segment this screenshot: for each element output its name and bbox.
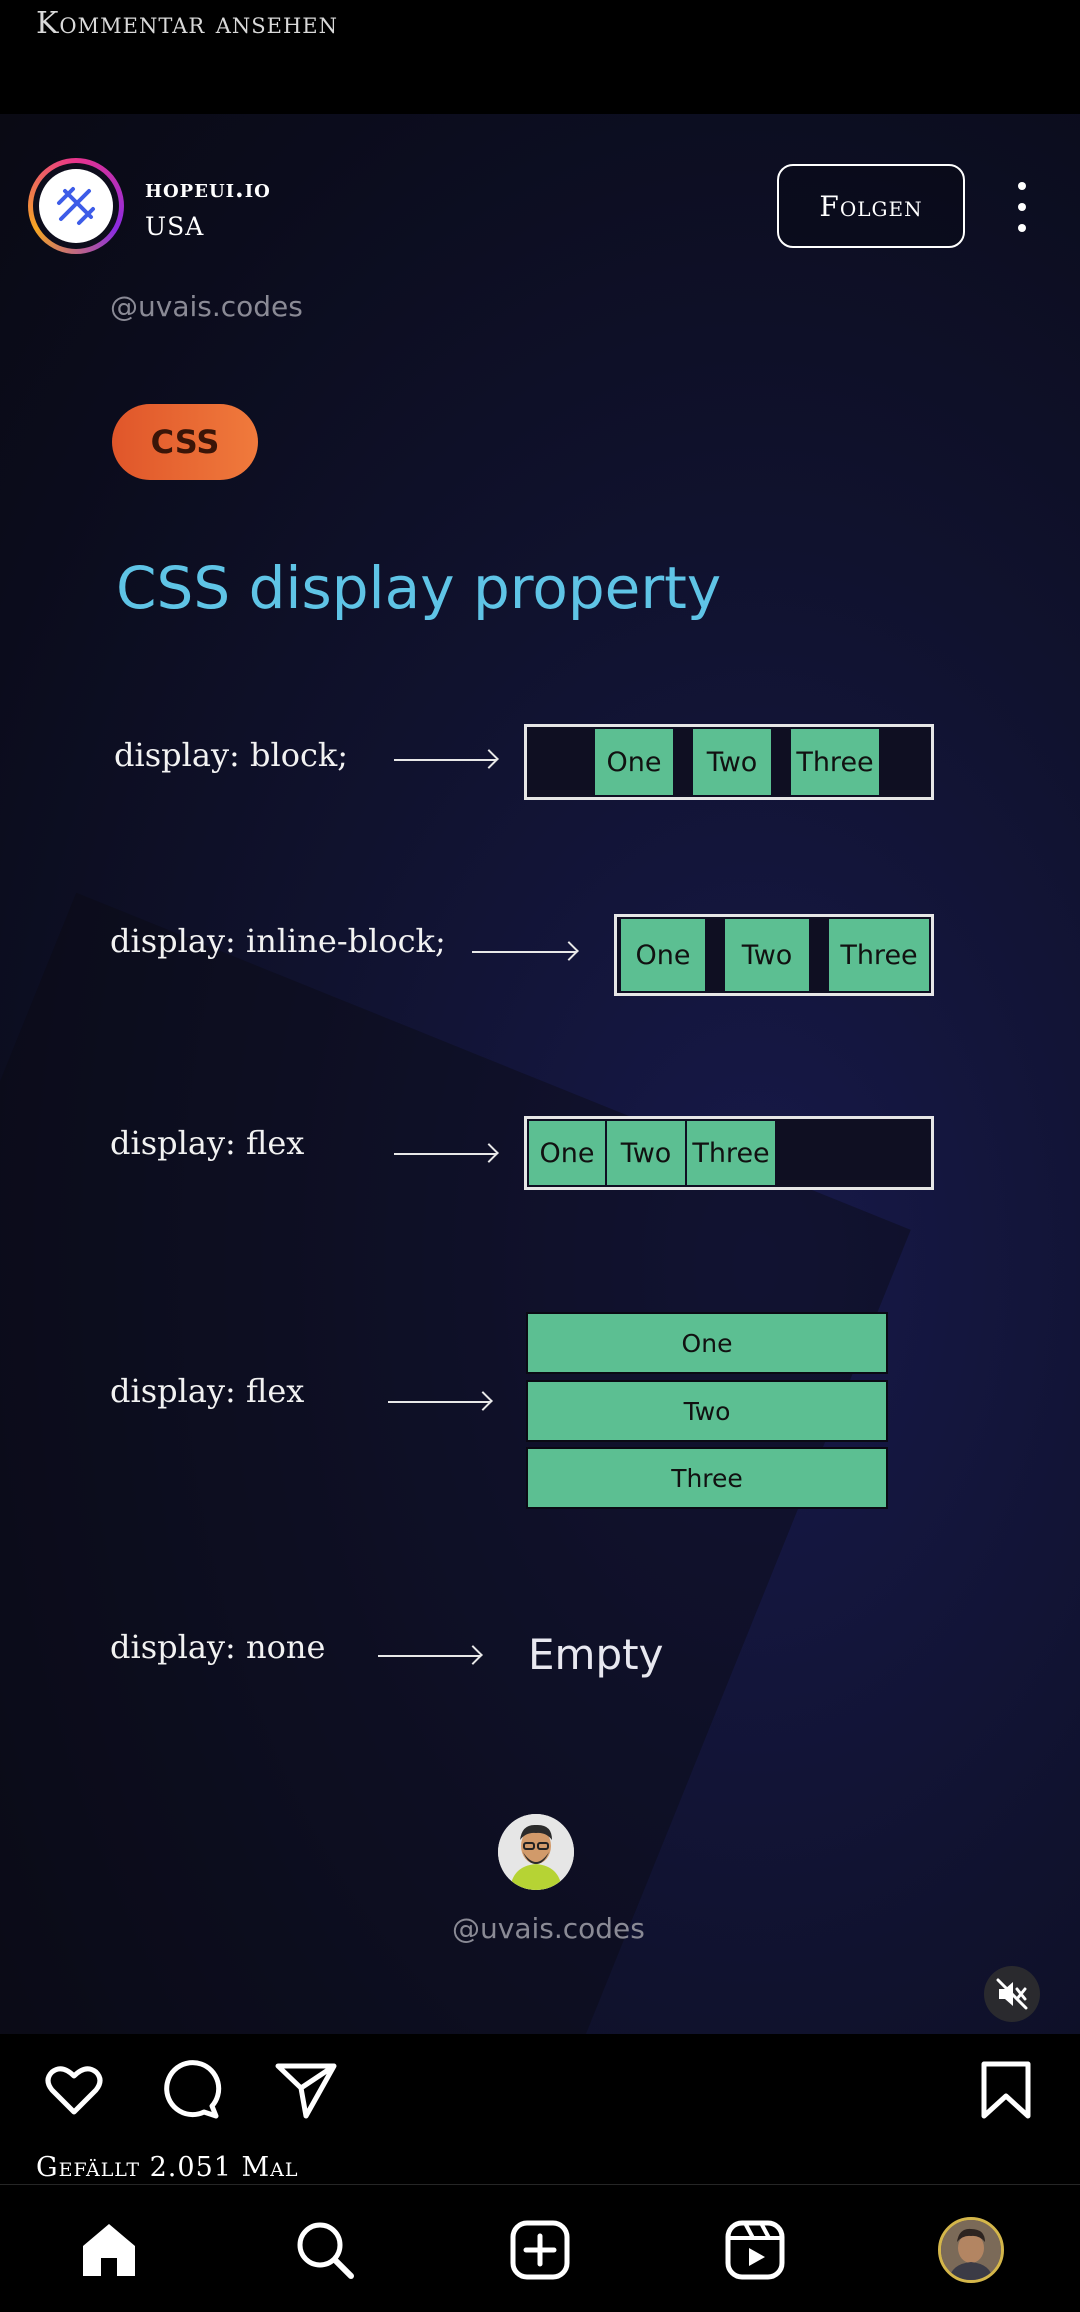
profile-avatar[interactable]: [936, 2215, 1006, 2285]
reels-icon[interactable]: [720, 2215, 790, 2285]
arrow-icon: [388, 1391, 494, 1412]
search-icon[interactable]: [290, 2215, 360, 2285]
row-label-flex: display: flex: [110, 1124, 305, 1162]
demo-cell: One: [621, 919, 705, 991]
arrow-icon: [472, 941, 580, 962]
follow-button[interactable]: Folgen: [777, 164, 965, 248]
empty-result: Empty: [528, 1630, 664, 1679]
creator-watermark-bottom: @uvais.codes: [452, 1912, 645, 1945]
demo-cell: Three: [528, 1449, 886, 1507]
bookmark-icon[interactable]: [974, 2058, 1038, 2122]
creator-avatar: [498, 1814, 574, 1890]
demo-cell: Three: [687, 1121, 775, 1185]
creator-watermark-top: @uvais.codes: [110, 290, 303, 323]
comment-icon[interactable]: [158, 2058, 222, 2122]
demo-cell: One: [528, 1314, 886, 1372]
row-label-block: display: block;: [114, 736, 349, 774]
muted-speaker-icon[interactable]: [984, 1966, 1040, 2022]
demo-inline-block: One Two Three: [614, 914, 934, 996]
post-action-bar: Gefällt 2.051 Mal: [0, 2034, 1080, 2184]
home-icon[interactable]: [74, 2215, 144, 2285]
demo-cell: Three: [791, 729, 879, 795]
more-options-icon[interactable]: [1010, 182, 1034, 232]
share-icon[interactable]: [274, 2058, 338, 2122]
demo-cell: Two: [725, 919, 809, 991]
account-avatar[interactable]: [28, 158, 124, 254]
heart-icon[interactable]: [42, 2058, 106, 2122]
top-strip: Kommentar ansehen: [0, 0, 1080, 114]
row-label-flex-column: display: flex: [110, 1372, 305, 1410]
account-location[interactable]: USA: [145, 212, 205, 241]
hopeui-logo-icon: [39, 169, 113, 243]
row-label-none: display: none: [110, 1628, 326, 1666]
demo-flex-row: One Two Three: [524, 1116, 934, 1190]
demo-cell: Two: [528, 1382, 886, 1440]
arrow-icon: [394, 749, 500, 770]
demo-cell: One: [529, 1121, 605, 1185]
demo-cell: Two: [607, 1121, 685, 1185]
demo-cell: Three: [829, 919, 929, 991]
demo-cell: One: [595, 729, 673, 795]
row-label-inline-block: display: inline-block;: [110, 922, 446, 960]
create-icon[interactable]: [505, 2215, 575, 2285]
css-tag: CSS: [112, 404, 258, 480]
arrow-icon: [378, 1645, 484, 1666]
demo-cell: Two: [693, 729, 771, 795]
slide-title: CSS display property: [116, 554, 722, 622]
arrow-icon: [394, 1143, 500, 1164]
post-media[interactable]: hopeui.io USA Folgen @uvais.codes CSS CS…: [0, 114, 1080, 2034]
likes-count[interactable]: Gefällt 2.051 Mal: [36, 2152, 299, 2183]
bottom-navigation: [0, 2184, 1080, 2312]
view-comments-link[interactable]: Kommentar ansehen: [36, 6, 338, 41]
account-name[interactable]: hopeui.io: [145, 174, 271, 203]
post-header: hopeui.io USA Folgen: [0, 136, 1080, 276]
demo-block: One Two Three: [524, 724, 934, 800]
